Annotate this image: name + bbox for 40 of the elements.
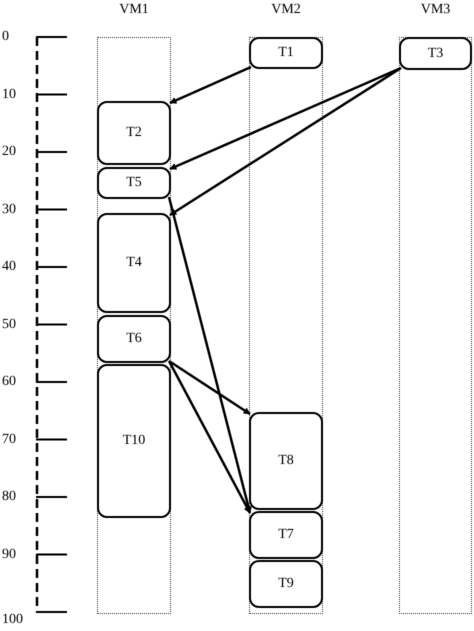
arrow <box>169 66 402 216</box>
task-label: T4 <box>126 255 142 271</box>
column-heading: VM3 <box>420 2 452 18</box>
task-label: T2 <box>126 125 142 141</box>
task-label: T6 <box>126 331 142 347</box>
axis-tick-label: 40 <box>2 259 16 275</box>
task-label: T1 <box>278 45 294 61</box>
task-box <box>249 37 323 69</box>
axis-tick-label: 60 <box>2 374 16 390</box>
task-label: T7 <box>278 527 294 543</box>
task-label: T8 <box>278 453 294 469</box>
arrow <box>169 66 402 170</box>
axis-tick-label: 10 <box>2 86 16 102</box>
axis-tick-label: 0 <box>2 29 9 45</box>
arrow <box>169 66 252 104</box>
task-label: T9 <box>278 576 294 592</box>
task-box <box>97 364 171 518</box>
axis-tick-label: 30 <box>2 202 16 218</box>
arrow <box>168 196 252 514</box>
axis-tick-label: 50 <box>2 316 16 332</box>
task-box <box>399 37 472 70</box>
task-label: T5 <box>126 175 142 191</box>
column-heading: VM1 <box>118 2 150 18</box>
task-box <box>97 315 171 363</box>
axis-tick-label: 100 <box>2 612 23 628</box>
axis-tick-label: 80 <box>2 489 16 505</box>
task-box <box>97 101 171 165</box>
task-label: T10 <box>122 433 146 449</box>
axis-tick-label: 70 <box>2 432 16 448</box>
arrow <box>168 360 251 416</box>
arrow <box>168 360 252 514</box>
task-box <box>249 412 323 510</box>
task-box <box>97 167 171 199</box>
task-box <box>249 511 323 559</box>
task-label: T3 <box>428 46 444 62</box>
column-heading: VM2 <box>270 2 302 18</box>
axis-tick-label: 20 <box>2 144 16 160</box>
task-box <box>249 560 323 608</box>
axis-tick-label: 90 <box>2 546 16 562</box>
task-box <box>97 213 171 313</box>
